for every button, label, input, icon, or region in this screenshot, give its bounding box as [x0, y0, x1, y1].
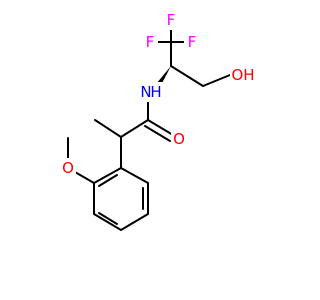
label-bg [163, 10, 179, 30]
label-bg [136, 82, 166, 102]
methoxy-oxygen: O [62, 159, 74, 177]
bond-carbonyl-o-2 [144, 125, 171, 142]
ring-inner-bond-b [98, 212, 118, 225]
label-bg [142, 32, 158, 52]
structure-diagram: F F F N H OH O O [60, 10, 258, 231]
hydroxyl-oxygen: OH [231, 66, 254, 84]
nitrogen-hydrogen: H [150, 83, 161, 101]
carbonyl-oxygen: O [173, 130, 185, 148]
fluorine-atom-top: F [167, 11, 176, 29]
ring-inner-bond-c [98, 174, 118, 187]
bond-ch2-oh [202, 74, 231, 87]
label-bg [230, 65, 258, 85]
label-bg [171, 129, 187, 149]
fluorine-atom-left: F [146, 33, 155, 51]
molecule-canvas: F F F N H OH O O [60, 10, 258, 231]
bond-carbonyl-alpha [120, 119, 149, 138]
ring-bond-3 [120, 213, 149, 231]
ring-bond-1 [120, 167, 149, 184]
label-bg [60, 158, 76, 178]
label-bg [184, 32, 200, 52]
wedge-bond-chiral-n [156, 66, 171, 87]
bond-chiral-ch2 [170, 65, 204, 87]
fluorine-atom-right: F [188, 33, 197, 51]
nitrogen-atom: N [140, 83, 151, 101]
bond-alpha-methyl [94, 119, 122, 138]
ring-bond-4 [93, 213, 122, 231]
bond-carbonyl-o-1 [147, 119, 174, 136]
ring-bond-6 [93, 167, 122, 184]
